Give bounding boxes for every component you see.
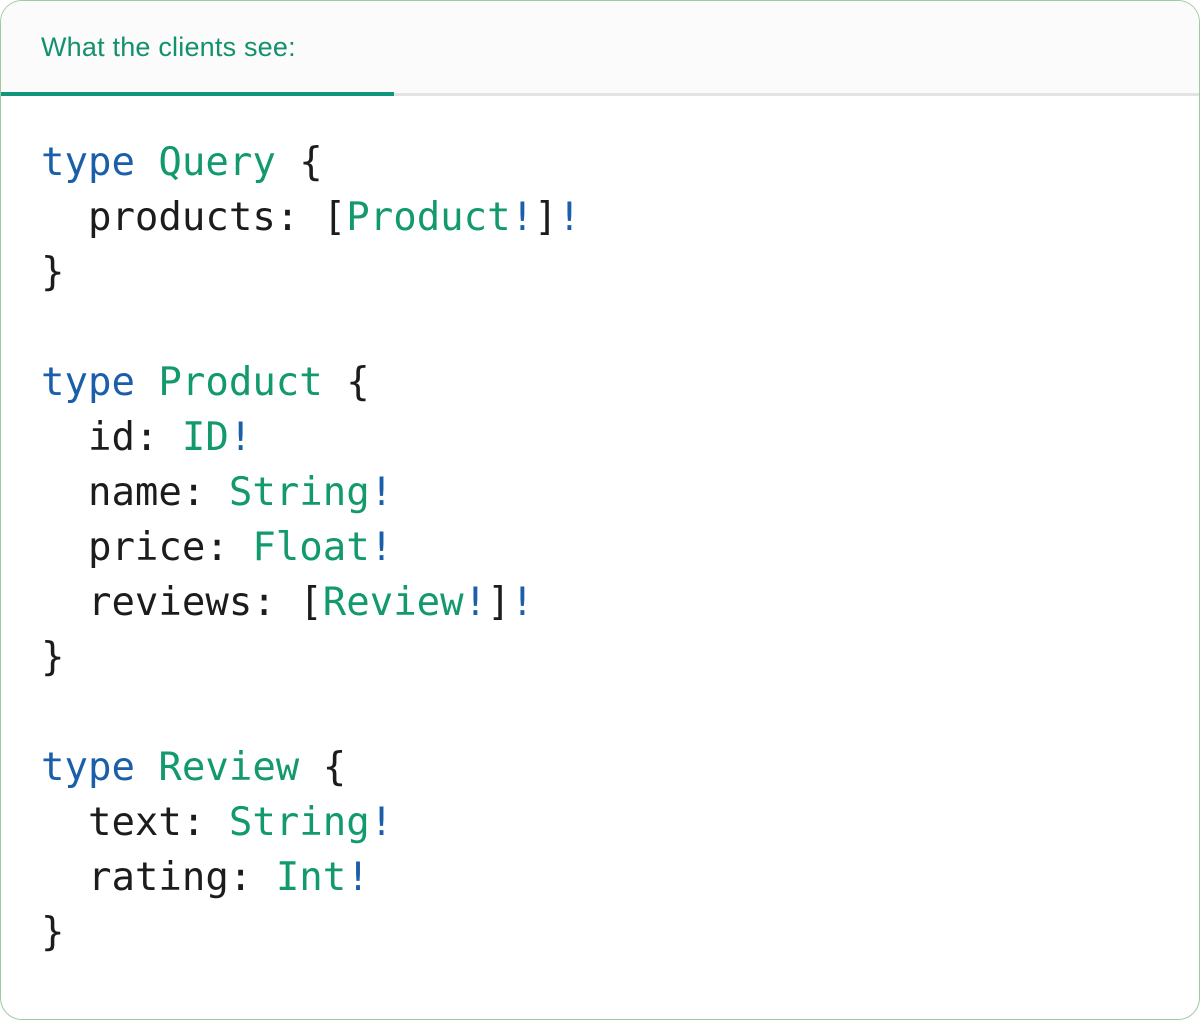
code-line: type Query { [41, 135, 1159, 190]
code-token-plain [135, 140, 158, 185]
code-line: reviews: [Review!]! [41, 575, 1159, 630]
active-tab-indicator [1, 92, 394, 96]
code-line [41, 300, 1159, 355]
code-token-bang: ! [557, 195, 582, 240]
code-line: } [41, 245, 1159, 300]
code-token-plain: { [275, 140, 323, 185]
code-token-typename: Query [158, 140, 276, 185]
tab-bar: What the clients see: [1, 1, 1199, 96]
code-token-plain: products: [ [41, 195, 347, 240]
code-token-plain: ] [534, 195, 558, 240]
code-token-typename: Float [252, 525, 370, 570]
code-token-typename: Review [158, 745, 300, 790]
code-line: type Product { [41, 355, 1159, 410]
code-token-keyword: type [41, 140, 135, 185]
code-token-bang: ! [369, 800, 394, 845]
code-token-typename: String [228, 470, 370, 515]
code-token-plain: ] [487, 580, 511, 625]
code-token-bang: ! [346, 855, 370, 900]
code-line: id: ID! [41, 410, 1159, 465]
code-line: } [41, 630, 1159, 685]
code-token-bang: ! [228, 415, 253, 460]
code-token-plain: } [41, 910, 65, 955]
code-token-typename: ID [181, 415, 229, 460]
code-line: rating: Int! [41, 850, 1159, 905]
code-token-bang: ! [510, 580, 535, 625]
code-line: products: [Product!]! [41, 190, 1159, 245]
code-token-plain [135, 745, 158, 790]
tab-what-clients-see[interactable]: What the clients see: [41, 31, 296, 62]
code-token-plain: } [41, 250, 65, 295]
code-token-typename: Int [275, 855, 347, 900]
code-line: price: Float! [41, 520, 1159, 575]
code-token-plain: reviews: [ [41, 580, 323, 625]
code-token-plain: name: [41, 470, 229, 515]
code-token-plain: { [299, 745, 347, 790]
code-token-plain: } [41, 635, 65, 680]
code-token-bang: ! [510, 195, 535, 240]
code-token-plain: text: [41, 800, 229, 845]
code-token-typename: Product [158, 360, 323, 405]
code-token-plain: { [322, 360, 370, 405]
code-token-keyword: type [41, 360, 135, 405]
code-line: type Review { [41, 740, 1159, 795]
code-token-typename: Review [322, 580, 464, 625]
code-token-keyword: type [41, 745, 135, 790]
code-token-plain [135, 360, 158, 405]
code-token-bang: ! [369, 470, 394, 515]
code-line [41, 685, 1159, 740]
code-token-plain: id: [41, 415, 182, 460]
code-token-typename: String [228, 800, 370, 845]
code-block: type Query { products: [Product!]!} type… [1, 96, 1199, 960]
code-line: name: String! [41, 465, 1159, 520]
code-token-plain: price: [41, 525, 253, 570]
code-line: text: String! [41, 795, 1159, 850]
code-line: } [41, 905, 1159, 960]
code-token-plain: rating: [41, 855, 276, 900]
code-token-bang: ! [369, 525, 394, 570]
code-token-bang: ! [463, 580, 488, 625]
code-token-typename: Product [346, 195, 511, 240]
